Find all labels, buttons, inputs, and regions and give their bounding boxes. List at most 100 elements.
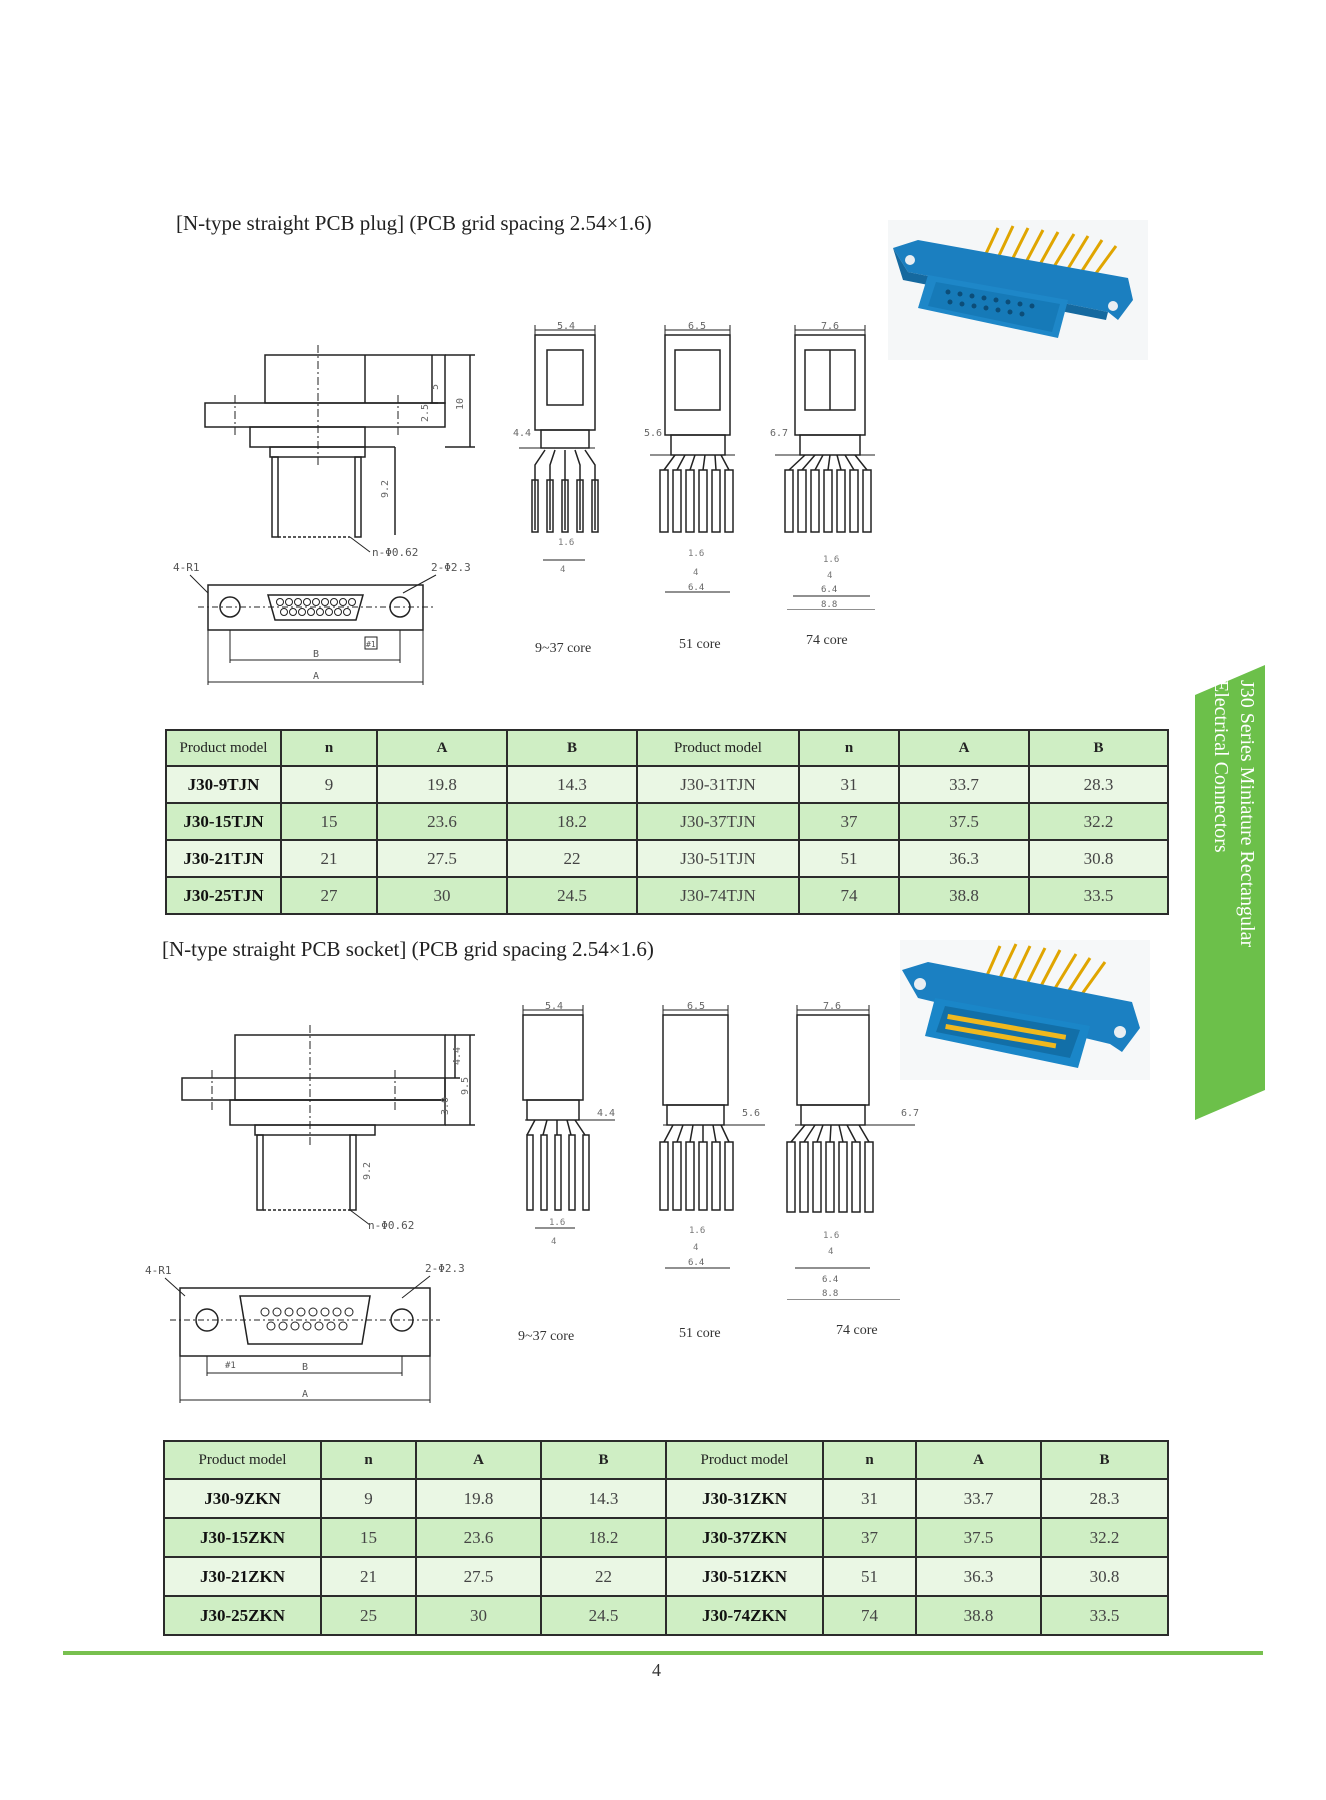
svg-text:1.6: 1.6 — [558, 538, 574, 548]
svg-text:4: 4 — [693, 1243, 698, 1253]
page-number: 4 — [652, 1660, 661, 1680]
plug-core-label-74: 74 core — [806, 633, 848, 648]
side-tab-background — [1195, 665, 1265, 1120]
svg-text:4: 4 — [693, 568, 698, 578]
col-header-a: A — [376, 729, 508, 767]
plug-section-title: [N-type straight PCB plug] (PCB grid spa… — [176, 211, 652, 235]
col-header-a: A — [415, 1440, 542, 1480]
svg-text:B: B — [313, 649, 319, 660]
socket-section-title: [N-type straight PCB socket] (PCB grid s… — [162, 937, 654, 961]
svg-text:3.0: 3.0 — [440, 1097, 451, 1115]
col-header-b: B — [540, 1440, 667, 1480]
plug-front-views-drawing: 5.4 6.5 7.6 4.4 5.6 6.7 1.6 4 1.6 4 6.4 … — [513, 321, 875, 610]
footer-divider — [63, 1651, 1263, 1655]
svg-text:1.6: 1.6 — [823, 1231, 839, 1241]
svg-text:n-Φ0.62: n-Φ0.62 — [368, 1219, 414, 1232]
svg-text:4.4: 4.4 — [452, 1047, 463, 1065]
plug-spec-table: Product model n A B Product model n A B … — [165, 729, 1169, 915]
col-header-n: n — [320, 1440, 417, 1480]
col-header-n-2: n — [822, 1440, 917, 1480]
col-header-b: B — [506, 729, 638, 767]
svg-text:6.5: 6.5 — [688, 321, 706, 332]
side-tab-line1: J30 Series Miniature Rectangular — [1236, 680, 1258, 948]
side-tab-text: J30 Series Miniature Rectangular Electri… — [1200, 680, 1260, 1100]
svg-text:5.4: 5.4 — [557, 321, 575, 332]
socket-core-label-9-37: 9~37 core — [518, 1329, 575, 1344]
svg-text:6.4: 6.4 — [822, 1275, 838, 1285]
svg-text:4.4: 4.4 — [597, 1108, 615, 1119]
svg-text:6.4: 6.4 — [688, 583, 704, 593]
svg-text:6.4: 6.4 — [821, 585, 837, 595]
svg-text:7.6: 7.6 — [821, 321, 839, 332]
svg-text:B: B — [302, 1362, 308, 1373]
svg-text:n-Φ0.62: n-Φ0.62 — [372, 546, 418, 559]
svg-text:#1: #1 — [225, 1361, 236, 1371]
side-tab-line2: Electrical Connectors — [1210, 680, 1232, 853]
svg-text:#1: #1 — [366, 640, 376, 649]
svg-text:4: 4 — [551, 1237, 556, 1247]
svg-text:2.5: 2.5 — [420, 404, 431, 422]
svg-text:4: 4 — [828, 1247, 833, 1257]
svg-text:6.5: 6.5 — [687, 1001, 705, 1012]
col-header-model-2: Product model — [665, 1440, 824, 1480]
svg-text:5.6: 5.6 — [644, 428, 662, 439]
col-header-model: Product model — [163, 1440, 322, 1480]
svg-text:8.8: 8.8 — [821, 600, 837, 610]
svg-text:1.6: 1.6 — [823, 555, 839, 565]
socket-side-view-drawing: 4.4 3.0 9.5 9.2 n-Φ0.62 — [181, 1025, 475, 1232]
svg-text:4: 4 — [827, 571, 832, 581]
col-header-n: n — [280, 729, 378, 767]
svg-text:10: 10 — [455, 398, 466, 410]
svg-text:9.2: 9.2 — [380, 480, 391, 498]
svg-text:4: 4 — [560, 565, 565, 575]
col-header-model-2: Product model — [636, 729, 800, 767]
plug-core-label-9-37: 9~37 core — [535, 641, 592, 656]
svg-text:4-R1: 4-R1 — [145, 1264, 172, 1277]
col-header-a-2: A — [915, 1440, 1042, 1480]
svg-text:4.4: 4.4 — [513, 428, 531, 439]
col-header-n-2: n — [798, 729, 900, 767]
plug-bottom-view-drawing: 4-R1 2-Φ2.3 B A #1 — [173, 561, 471, 685]
svg-text:4-R1: 4-R1 — [173, 561, 200, 574]
svg-text:A: A — [302, 1389, 308, 1400]
col-header-a-2: A — [898, 729, 1030, 767]
table-header-row: Product model n A B Product model n A B — [165, 729, 1169, 767]
svg-text:6.7: 6.7 — [770, 428, 788, 439]
svg-text:1.6: 1.6 — [689, 1226, 705, 1236]
svg-text:5.4: 5.4 — [545, 1001, 563, 1012]
svg-text:2-Φ2.3: 2-Φ2.3 — [425, 1262, 465, 1275]
connector-plug-photo — [888, 220, 1148, 360]
svg-text:5: 5 — [430, 384, 441, 390]
svg-text:9.5: 9.5 — [460, 1077, 471, 1095]
svg-text:6.4: 6.4 — [688, 1258, 704, 1268]
plug-core-label-51: 51 core — [679, 637, 721, 652]
col-header-b-2: B — [1028, 729, 1169, 767]
svg-text:A: A — [313, 671, 319, 682]
svg-text:8.8: 8.8 — [822, 1289, 838, 1299]
table-header-row: Product model n A B Product model n A B — [163, 1440, 1169, 1480]
connector-socket-photo — [900, 940, 1150, 1080]
plug-side-view-drawing: 5 2.5 10 9.2 n-Φ0.62 — [204, 345, 475, 559]
svg-text:7.6: 7.6 — [823, 1001, 841, 1012]
svg-text:1.6: 1.6 — [549, 1218, 565, 1228]
socket-core-label-51: 51 core — [679, 1326, 721, 1341]
socket-spec-table: Product model n A B Product model n A B … — [163, 1440, 1169, 1636]
svg-text:5.6: 5.6 — [742, 1108, 760, 1119]
socket-front-views-drawing: 5.4 6.5 7.6 4.4 5.6 6.7 1.6 4 1.6 4 6.4 … — [522, 1001, 919, 1300]
col-header-model: Product model — [165, 729, 282, 767]
socket-bottom-view-drawing: 4-R1 2-Φ2.3 B A #1 — [145, 1262, 465, 1403]
socket-core-label-74: 74 core — [836, 1323, 878, 1338]
svg-text:2-Φ2.3: 2-Φ2.3 — [431, 561, 471, 574]
svg-text:9.2: 9.2 — [362, 1162, 373, 1180]
svg-text:1.6: 1.6 — [688, 549, 704, 559]
svg-text:6.7: 6.7 — [901, 1108, 919, 1119]
col-header-b-2: B — [1040, 1440, 1169, 1480]
